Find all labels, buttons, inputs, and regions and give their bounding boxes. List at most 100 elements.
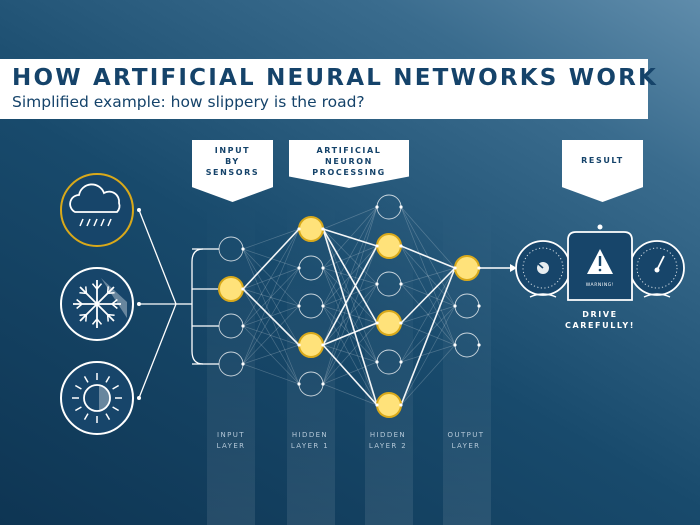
input-layer-label: INPUT LAYER bbox=[216, 431, 246, 450]
neuron-dot bbox=[375, 403, 379, 407]
connection-line bbox=[322, 344, 378, 406]
neuron-dot bbox=[375, 360, 379, 364]
input-bracket bbox=[191, 248, 204, 365]
neuron-dot bbox=[453, 304, 457, 308]
sensor-connections bbox=[137, 208, 219, 400]
connection-line bbox=[242, 305, 300, 327]
rain-drop bbox=[79, 218, 84, 227]
neuron-dot bbox=[375, 244, 379, 248]
output-layer-label: OUTPUT LAYER bbox=[447, 431, 485, 450]
sensor-dot bbox=[137, 208, 141, 212]
connection-line bbox=[242, 267, 300, 365]
panel-light bbox=[597, 224, 603, 230]
connection-line bbox=[322, 206, 378, 385]
cloud-shape bbox=[69, 183, 121, 213]
active-neuron bbox=[454, 255, 480, 281]
connection-line bbox=[242, 288, 300, 346]
rain-drop bbox=[100, 218, 105, 227]
active-neuron bbox=[376, 233, 402, 259]
connection-line bbox=[242, 267, 300, 327]
snowflake-branch bbox=[91, 318, 98, 325]
active-neuron bbox=[376, 392, 402, 418]
connection-line bbox=[322, 206, 378, 230]
connection-line bbox=[322, 322, 378, 346]
gauge-hub bbox=[654, 267, 660, 273]
connection-line bbox=[400, 245, 456, 269]
sun-ray bbox=[105, 413, 111, 421]
neuron-dot bbox=[297, 343, 301, 347]
snowflake-branch bbox=[96, 318, 103, 325]
snowflake-branch bbox=[107, 313, 115, 316]
gauge-needle bbox=[656, 255, 665, 271]
connection-line bbox=[400, 305, 456, 406]
neuron-dot bbox=[399, 282, 403, 286]
neuron-dot bbox=[297, 227, 301, 231]
connection-line bbox=[322, 322, 378, 385]
neuron-dot bbox=[241, 362, 245, 366]
snowflake-branch bbox=[79, 313, 87, 316]
warning-label: WARNING! bbox=[586, 282, 615, 288]
callout-artificial-neuron-processing: ARTIFICIAL NEURON PROCESSING bbox=[289, 140, 409, 188]
snowflake-branch bbox=[76, 298, 83, 305]
connection-line bbox=[400, 267, 456, 285]
page-subtitle: Simplified example: how slippery is the … bbox=[12, 93, 365, 111]
active-neuron bbox=[218, 276, 244, 302]
connection-line bbox=[322, 206, 378, 269]
connection-line bbox=[322, 267, 378, 285]
warning-mark-dot bbox=[598, 268, 602, 272]
connection-line bbox=[242, 288, 300, 307]
connection-line bbox=[242, 363, 300, 385]
callout-input-by-sensors: INPUT BY SENSORS bbox=[192, 140, 273, 202]
neuron-dot bbox=[241, 287, 245, 291]
arrow-head-icon bbox=[510, 264, 517, 272]
gauge-ticks bbox=[636, 247, 678, 289]
dashboard-icon: WARNING! bbox=[515, 224, 685, 301]
sensor-circle bbox=[60, 361, 134, 435]
neuron-dot bbox=[399, 205, 403, 209]
snowflake-branch bbox=[107, 292, 115, 295]
neuron-dot bbox=[477, 304, 481, 308]
connection-line bbox=[400, 305, 456, 363]
neuron-dot bbox=[453, 343, 457, 347]
snowflake-branch bbox=[85, 286, 88, 294]
connection-line bbox=[400, 267, 456, 363]
hidden-layer-1-label: HIDDEN LAYER 1 bbox=[290, 431, 330, 450]
connection-line bbox=[322, 206, 378, 307]
snowflake-branch bbox=[106, 314, 109, 322]
gauge-needle bbox=[535, 261, 544, 269]
connection-line bbox=[400, 322, 456, 346]
sensor-dot bbox=[137, 302, 141, 306]
rain-drop bbox=[86, 218, 91, 227]
sensor-icons bbox=[60, 173, 134, 435]
active-neuron bbox=[376, 310, 402, 336]
rain-cloud-icon bbox=[60, 173, 134, 247]
gauge-base bbox=[529, 293, 557, 298]
connection-line bbox=[322, 305, 378, 406]
layer-column bbox=[207, 200, 255, 525]
sun-ray bbox=[74, 384, 82, 390]
connection-line bbox=[242, 228, 300, 327]
snowflake-branch bbox=[111, 298, 118, 305]
connection-line bbox=[322, 383, 378, 406]
snowflake-icon bbox=[60, 267, 134, 341]
connection-line bbox=[242, 267, 300, 290]
connection-line bbox=[322, 361, 378, 385]
neuron-dot bbox=[399, 244, 403, 248]
active-neuron bbox=[298, 216, 324, 242]
neuron-dot bbox=[477, 343, 481, 347]
neuron-dot bbox=[375, 205, 379, 209]
neuron-dot bbox=[375, 282, 379, 286]
layer-column bbox=[287, 200, 335, 525]
snowflake-branch bbox=[79, 292, 87, 295]
sun-shade bbox=[99, 386, 111, 410]
neuron-dot bbox=[321, 266, 325, 270]
connection-line bbox=[322, 245, 378, 346]
connection-line bbox=[322, 267, 378, 363]
warning-mark bbox=[598, 256, 602, 266]
connection-line bbox=[322, 344, 378, 363]
neuron-dot bbox=[241, 247, 245, 251]
connection-line bbox=[242, 228, 300, 250]
connection-line bbox=[242, 228, 300, 365]
